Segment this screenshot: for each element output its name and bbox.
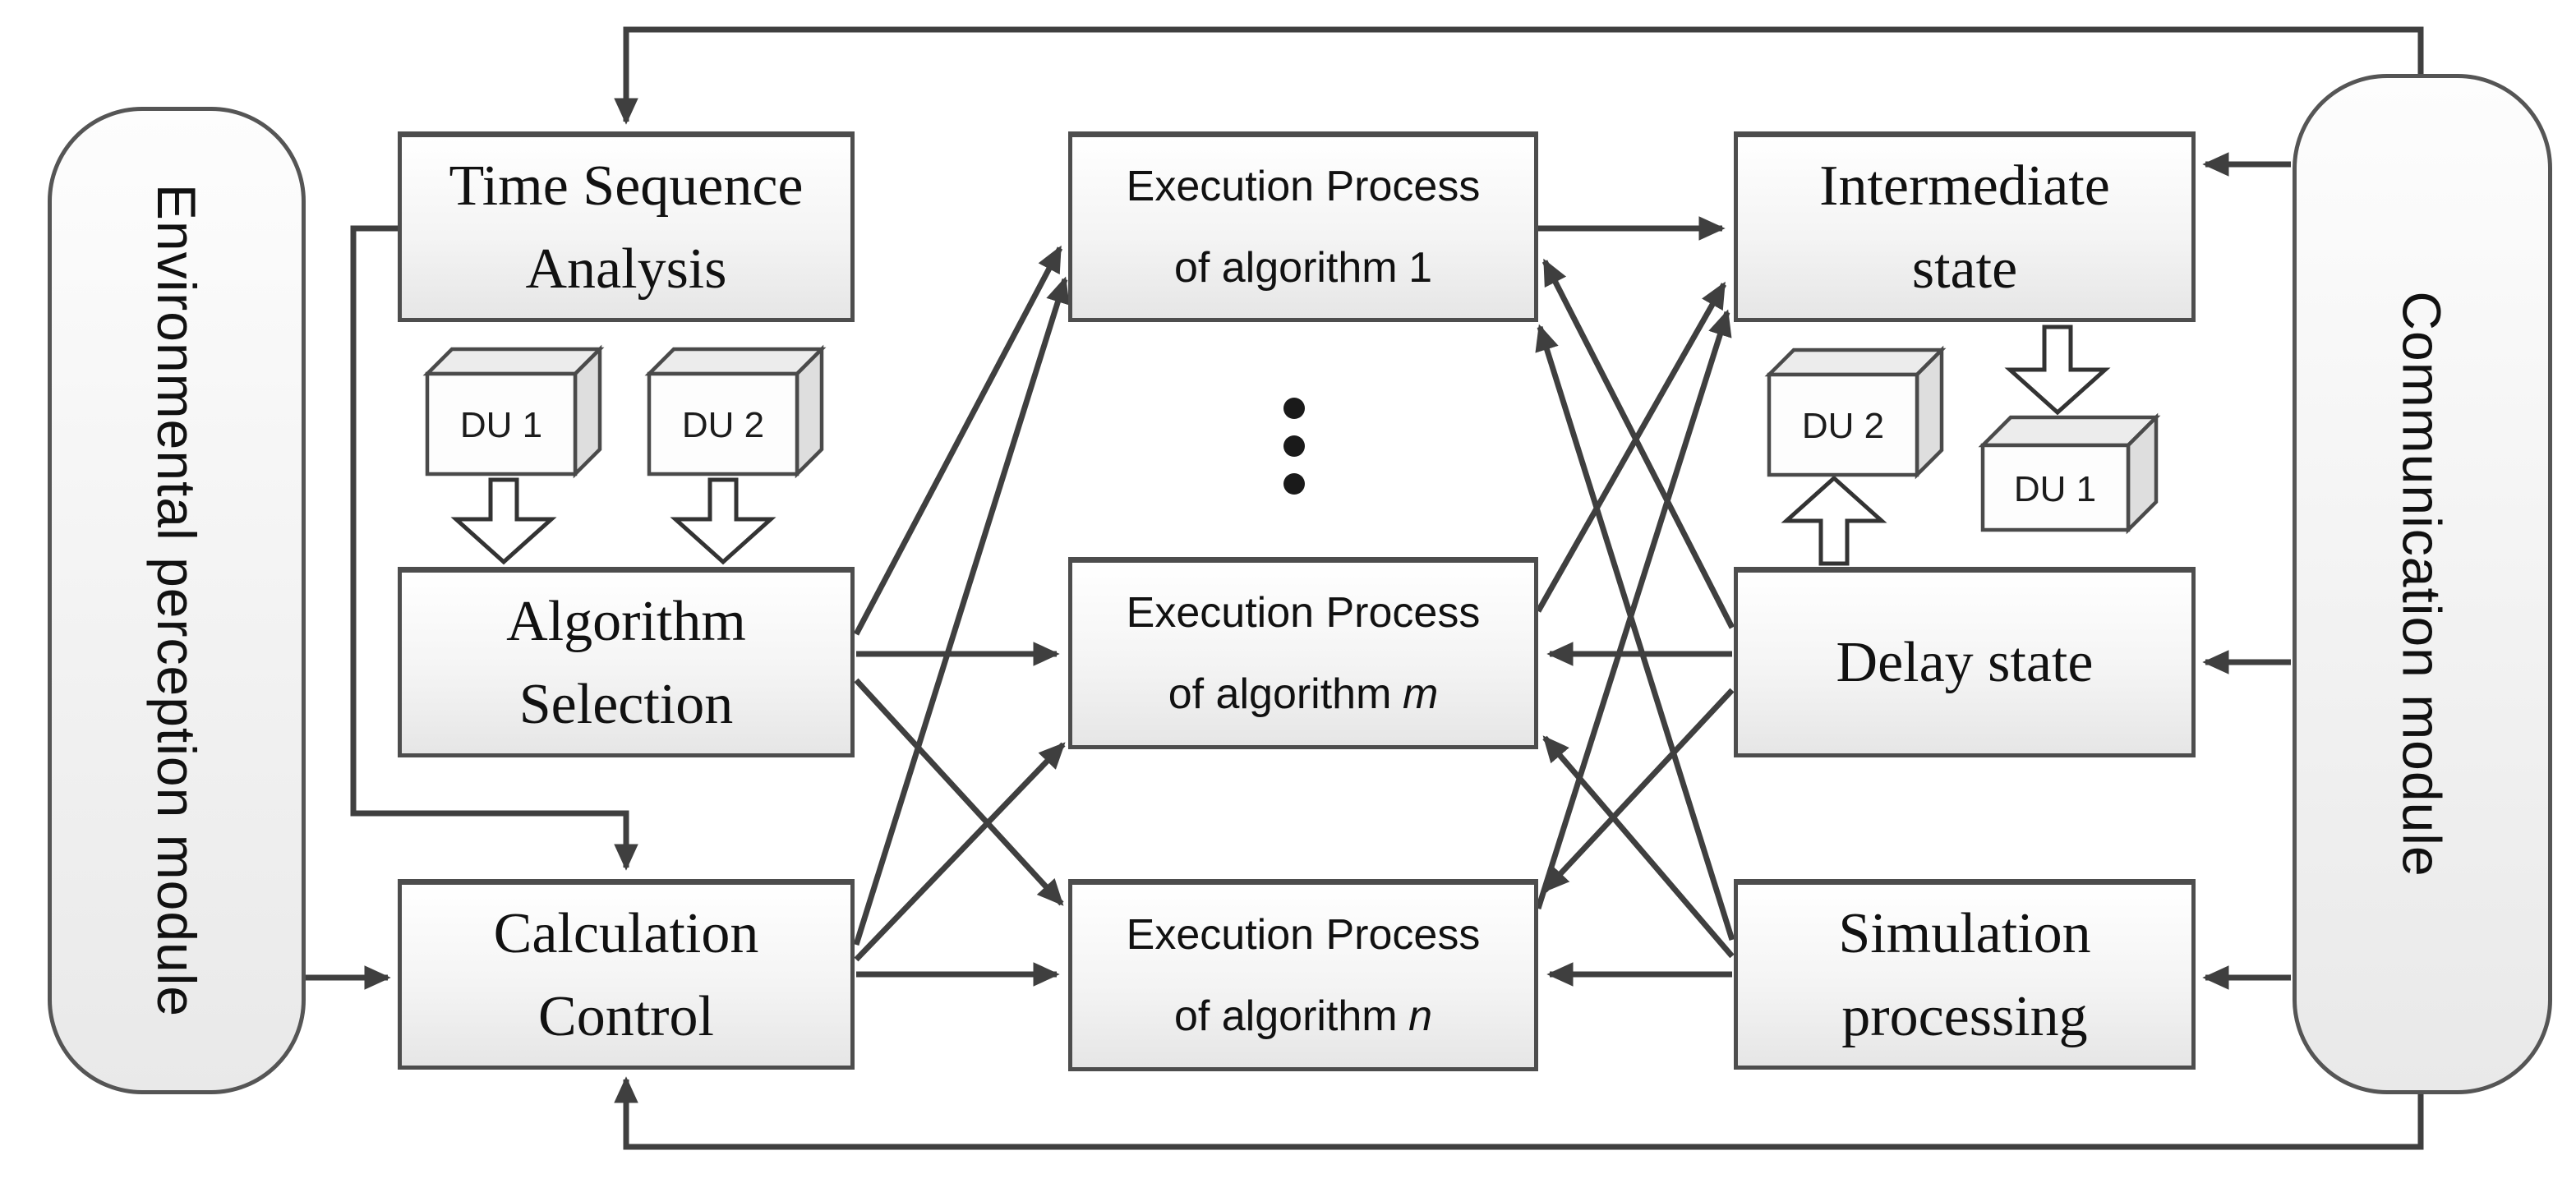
arrow-comm-to-tsa-top-loop bbox=[614, 26, 2424, 125]
arrow-alg-to-epn bbox=[854, 678, 1064, 906]
algorithm-index: 1 bbox=[1408, 244, 1433, 292]
arrow-tsa-to-calc bbox=[350, 225, 638, 871]
algorithm-index: m bbox=[1402, 670, 1439, 718]
block-arrow-intermediate-to-du1-icon bbox=[2004, 325, 2111, 416]
arrow-calc-to-ep1 bbox=[853, 276, 1070, 946]
arrow-comm-to-calc-bottom-loop bbox=[614, 1076, 2424, 1150]
algorithm-index: n bbox=[1408, 992, 1433, 1040]
du2-left-label: DU 2 bbox=[682, 405, 764, 445]
du1-right-cube-icon: DU 1 bbox=[1978, 412, 2161, 535]
arrow-alg-to-ep1 bbox=[853, 245, 1063, 636]
env-perception-module: Environmental perception module bbox=[48, 107, 306, 1094]
arrow-delay-to-ep1 bbox=[1541, 258, 1735, 629]
box-line: Delay state bbox=[1836, 631, 2094, 695]
du1-right-label: DU 1 bbox=[2014, 469, 2096, 509]
box-line: processing bbox=[1841, 985, 2088, 1048]
box-line: Algorithm bbox=[506, 589, 746, 653]
box-line: Selection bbox=[518, 673, 734, 736]
box-line: Control bbox=[538, 985, 714, 1048]
arrow-sim-to-ep1 bbox=[1535, 324, 1735, 941]
env-perception-module-label: Environmental perception module bbox=[146, 183, 208, 1018]
box-line: state bbox=[1911, 237, 2018, 301]
box-simulation-processing: Simulation processing bbox=[1734, 879, 2196, 1070]
box-line: Intermediate bbox=[1819, 154, 2110, 218]
block-arrow-delay-to-du2-icon bbox=[1781, 475, 1887, 566]
ellipsis-dots bbox=[1283, 398, 1305, 495]
box-line: Analysis bbox=[525, 237, 727, 301]
box-line: Execution Process bbox=[1126, 589, 1481, 638]
arrow-epm-to-intermediate bbox=[1535, 281, 1727, 613]
box-algorithm-selection: Algorithm Selection bbox=[398, 567, 855, 757]
box-calculation-control: Calculation Control bbox=[398, 879, 855, 1070]
box-time-sequence-analysis: Time Sequence Analysis bbox=[398, 131, 855, 322]
du2-left-cube-icon: DU 2 bbox=[644, 344, 827, 479]
box-line: Calculation bbox=[493, 901, 759, 965]
du1-left-label: DU 1 bbox=[460, 405, 542, 445]
box-line: Execution Process bbox=[1126, 163, 1481, 211]
box-line: Execution Process bbox=[1126, 911, 1481, 960]
communication-module: Communication module bbox=[2293, 74, 2552, 1094]
du2-right-cube-icon: DU 2 bbox=[1764, 345, 1947, 480]
box-line: Time Sequence bbox=[449, 154, 804, 218]
communication-module-label: Communication module bbox=[2392, 291, 2454, 877]
arrow-epn-to-intermediate bbox=[1535, 309, 1732, 910]
box-delay-state: Delay state bbox=[1734, 567, 2196, 757]
du1-left-cube-icon: DU 1 bbox=[422, 344, 605, 479]
block-arrow-du2-to-alg-icon bbox=[670, 477, 776, 565]
arrow-delay-to-epn bbox=[1542, 688, 1735, 893]
block-arrow-du1-to-alg-icon bbox=[450, 477, 557, 565]
arrow-calc-to-epm bbox=[854, 742, 1066, 962]
arrow-sim-to-epm bbox=[1542, 735, 1735, 959]
du2-right-label: DU 2 bbox=[1802, 406, 1884, 446]
box-line: Simulation bbox=[1838, 901, 2091, 965]
box-intermediate-state: Intermediate state bbox=[1734, 131, 2196, 322]
